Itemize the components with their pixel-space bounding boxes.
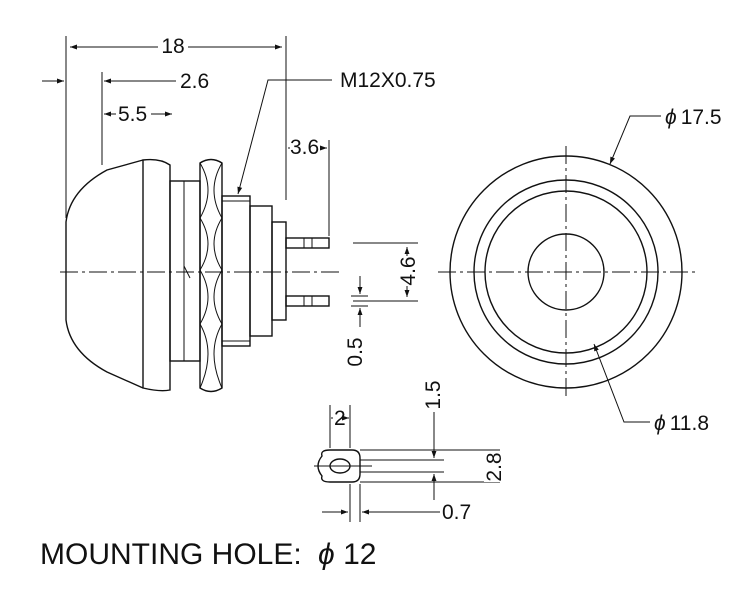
collar xyxy=(169,180,201,362)
dim-slot-2: 2 xyxy=(334,407,346,430)
caption-phi-symbol: ϕ xyxy=(318,538,335,571)
dim-0-5: 0.5 xyxy=(344,337,367,366)
dim-slot-0-7: 0.7 xyxy=(442,501,471,524)
dim-3-6: 3.6 xyxy=(290,136,319,159)
slot-outline xyxy=(317,449,361,483)
mounting-hole-caption: MOUNTING HOLE: ϕ 12 xyxy=(40,538,376,572)
dim-18: 18 xyxy=(161,35,184,58)
dim-slot-1-5: 1.5 xyxy=(422,380,445,409)
threaded-body xyxy=(221,195,251,347)
dim-4-6: 4.6 xyxy=(397,256,420,285)
terminal-base xyxy=(271,221,287,321)
terminal-pins xyxy=(285,237,330,307)
dim-5-5: 5.5 xyxy=(118,103,147,126)
dim-2-6: 2.6 xyxy=(180,70,209,93)
cap-body xyxy=(142,158,171,392)
caption-value: 12 xyxy=(343,538,377,571)
dome-cap xyxy=(65,159,144,389)
thread-label: M12X0.75 xyxy=(340,69,436,92)
rear-step xyxy=(249,205,273,337)
caption-label: MOUNTING HOLE: xyxy=(40,538,302,571)
dim-slot-2-8: 2.8 xyxy=(483,452,506,481)
side-view: 18 2.6 5.5 3.6 M12X0.75 4.6 0.5 xyxy=(42,34,436,393)
mounting-hole-detail: 2 1.5 2.8 0.7 xyxy=(314,380,506,524)
